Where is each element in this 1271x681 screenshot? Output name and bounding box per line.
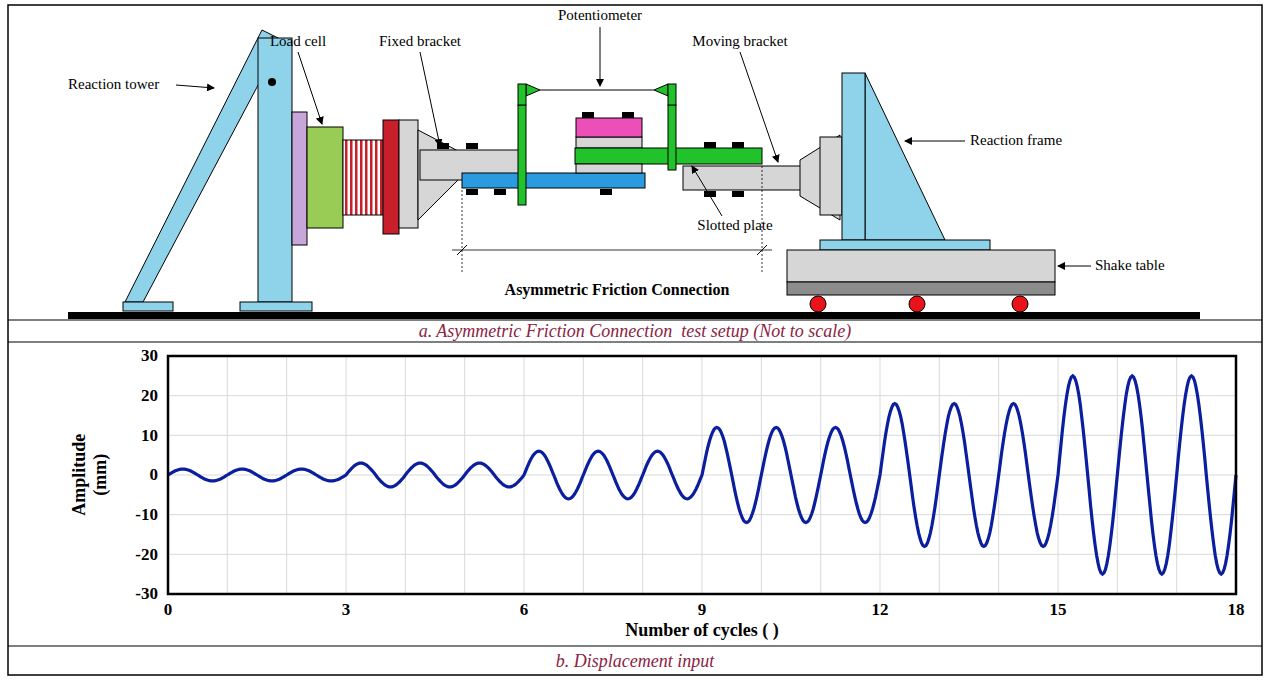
grid-line <box>168 435 1236 436</box>
tick-label: 0 <box>150 465 159 485</box>
tick-label: 3 <box>342 600 351 620</box>
part-label: Load cell <box>270 33 326 50</box>
dimension-label: Asymmetric Friction Connection <box>505 281 730 299</box>
panel-caption: b. Displacement input <box>556 651 714 672</box>
tick-label: -30 <box>135 584 158 604</box>
grid-line <box>168 514 1236 515</box>
part-label: Fixed bracket <box>379 33 461 50</box>
tick-label: 10 <box>141 426 158 446</box>
tick-label: 15 <box>1050 600 1067 620</box>
displacement-curve <box>168 376 1236 574</box>
grid-line <box>168 554 1236 555</box>
tick-label: 18 <box>1228 600 1245 620</box>
tick-label: 30 <box>141 346 158 366</box>
tick-label: 6 <box>520 600 529 620</box>
axis-title: Amplitude (mm) <box>69 425 110 525</box>
tick-label: -20 <box>135 545 158 565</box>
part-label: Moving bracket <box>692 33 787 50</box>
tick-label: 0 <box>164 600 173 620</box>
part-label: Reaction frame <box>970 132 1062 149</box>
tick-label: 12 <box>872 600 889 620</box>
panel-caption: a. Asymmetric Friction Connection test s… <box>419 321 852 342</box>
tick-label: 9 <box>698 600 707 620</box>
tick-label: -10 <box>135 505 158 525</box>
part-label: Shake table <box>1095 257 1165 274</box>
part-label: Reaction tower <box>68 76 159 93</box>
axis-title: Number of cycles ( ) <box>625 620 779 641</box>
grid-line <box>168 395 1236 396</box>
part-label: Potentiometer <box>558 7 642 24</box>
part-label: Slotted plate <box>697 217 772 234</box>
tick-label: 20 <box>141 386 158 406</box>
